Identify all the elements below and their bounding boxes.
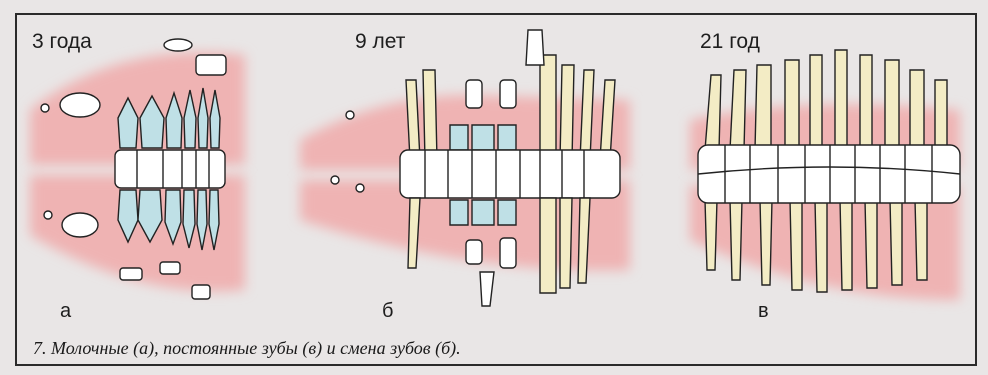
panel-b-letter: б xyxy=(382,300,393,323)
panel-c-drawing xyxy=(690,50,960,300)
panel-b-drawing xyxy=(300,30,630,306)
panel-c-age-label: 21 год xyxy=(700,30,760,54)
figure-caption: 7. Молочные (а), постоянные зубы (в) и с… xyxy=(33,338,461,359)
panel-a-letter: а xyxy=(60,300,71,323)
panel-a-drawing xyxy=(30,39,245,299)
panel-b-age-label: 9 лет xyxy=(355,30,405,54)
panel-a-age-label: 3 года xyxy=(32,30,92,54)
panel-c-letter: в xyxy=(758,300,769,323)
